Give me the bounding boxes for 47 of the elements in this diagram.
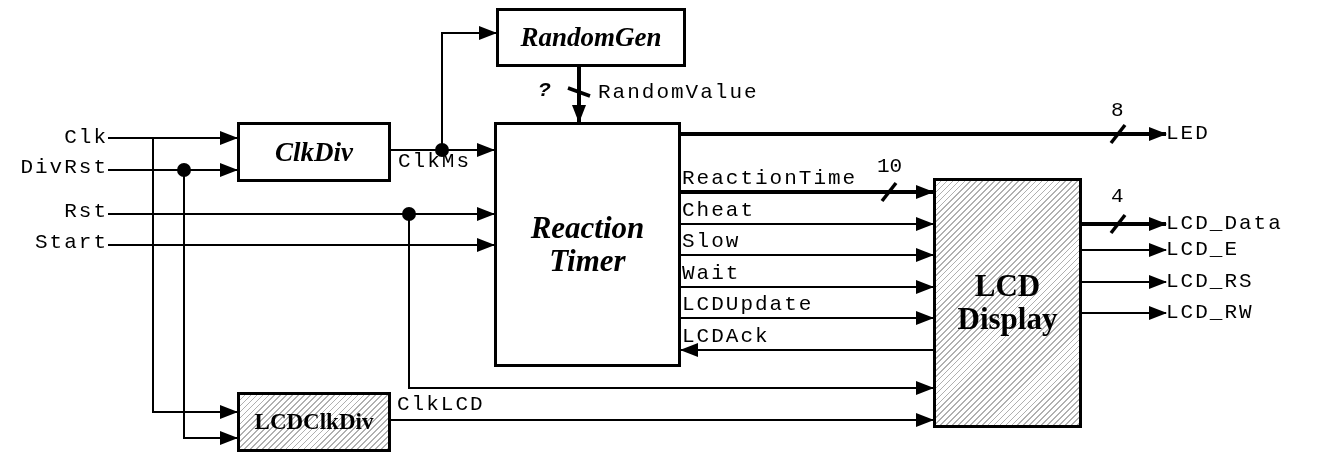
block-title: ClkDiv — [275, 137, 353, 167]
signal-name: LCD_Data — [1166, 213, 1283, 235]
signal-arrow — [107, 137, 238, 419]
signal-arrow — [680, 311, 934, 325]
signal-arrow — [1081, 306, 1167, 320]
signal-name: Rst — [64, 201, 108, 223]
block — [496, 8, 686, 67]
signal-arrow — [681, 127, 1167, 141]
signal-arrow — [1081, 275, 1167, 289]
signal-label: RandomValue — [598, 82, 759, 104]
signal-arrow — [1082, 217, 1167, 231]
signal-label: LCDUpdate — [682, 294, 814, 316]
block-title: Reaction Timer — [529, 211, 646, 278]
signal-arrow — [390, 413, 934, 427]
signal-arrow — [572, 67, 586, 123]
signal-label: Slow — [682, 231, 741, 253]
signal-label: ClkMs — [398, 151, 471, 173]
block — [237, 122, 391, 182]
bus-width-label: 8 — [1111, 100, 1124, 122]
signal-arrow — [680, 248, 934, 262]
signal-label: ReactionTime — [682, 168, 858, 190]
signal-arrow — [680, 343, 934, 357]
signal-name: LCD_E — [1166, 239, 1239, 261]
signal-arrow — [1081, 243, 1167, 257]
signal-arrow — [680, 280, 934, 294]
bus-width-label: ? — [538, 80, 551, 102]
signal-arrow — [680, 217, 934, 231]
hatched-block — [237, 392, 391, 452]
signal-name: Start — [35, 232, 108, 254]
bus-width-label: 4 — [1111, 186, 1124, 208]
signal-name: LCD_RS — [1166, 271, 1254, 293]
block — [494, 122, 681, 367]
block-title: LCD Display — [956, 270, 1059, 336]
signal-label: LCDAck — [682, 326, 770, 348]
signal-label: Cheat — [682, 200, 755, 222]
signal-name: LCD_RW — [1166, 302, 1254, 324]
signal-arrow — [107, 238, 495, 252]
bus-width-label: 10 — [877, 156, 903, 178]
block-title: LCDClkDiv — [254, 409, 374, 435]
signal-arrow — [681, 185, 934, 199]
block-title: RandomGen — [520, 23, 662, 52]
signal-name: LED — [1166, 123, 1210, 145]
signal-label: Wait — [682, 263, 741, 285]
signal-name: Clk — [64, 127, 108, 149]
signal-label: ClkLCD — [397, 394, 485, 416]
signal-name: DivRst — [20, 157, 108, 179]
hatched-block — [933, 178, 1082, 428]
